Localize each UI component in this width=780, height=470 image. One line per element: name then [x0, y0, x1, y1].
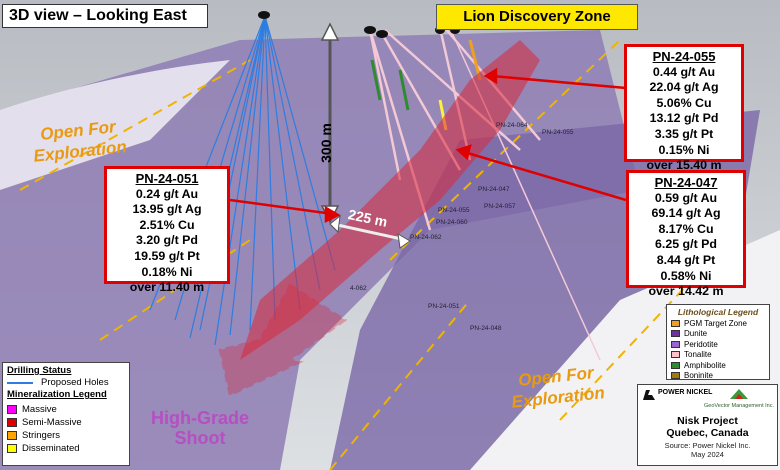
tonalite-swatch [671, 351, 680, 359]
hole-label: PN-24-064 [496, 122, 528, 129]
assay-line: 0.18% Ni [141, 264, 193, 279]
assay-line: 8.44 g/t Pt [656, 252, 716, 267]
lithological-legend: Lithological Legend PGM Target Zone Duni… [666, 304, 770, 380]
geovector-logo-icon [730, 389, 748, 399]
stringers-swatch [7, 431, 17, 440]
horizontal-scale-arrow [332, 222, 407, 242]
hole-label: PN-24-062 [410, 234, 442, 241]
assay-box-pn-24-051: PN-24-051 0.24 g/t Au 13.95 g/t Ag 2.51%… [104, 166, 230, 294]
power-nickel-logo-icon [643, 390, 655, 400]
legend-label: Disseminated [22, 443, 80, 454]
geovector-logo: GeoVector Management Inc. [704, 387, 774, 409]
dunite-swatch [671, 330, 680, 338]
discovery-zone-body [240, 40, 540, 360]
high-grade-shoot-label: High-Grade Shoot [150, 408, 249, 448]
assay-line: 2.51% Cu [139, 217, 195, 232]
assay-line: 0.44 g/t Au [652, 64, 716, 79]
proposed-holes-label: Proposed Holes [41, 377, 109, 388]
assay-hole-id: PN-24-055 [652, 49, 716, 64]
assay-line: 22.04 g/t Ag [649, 80, 719, 95]
semi-massive-swatch [7, 418, 17, 427]
assay-line: over 14.42 m [648, 284, 724, 299]
hole-label: PN-24-048 [470, 325, 502, 332]
assay-hole-id: PN-24-047 [654, 175, 718, 190]
assay-line: 13.95 g/t Ag [132, 202, 202, 217]
exploration-white-left [0, 60, 230, 190]
legend-label: Amphibolite [684, 360, 726, 370]
callout-leaders [229, 67, 627, 224]
amphibolite-swatch [671, 361, 680, 369]
hole-label: PN-24-060 [436, 219, 468, 226]
assay-line: 13.12 g/t Pd [649, 111, 719, 126]
pgm-swatch [671, 319, 680, 327]
assay-line: 69.14 g/t Ag [651, 206, 721, 221]
assay-hole-id: PN-24-051 [135, 171, 199, 186]
legend-label: Dunite [684, 329, 708, 339]
project-location: Quebec, Canada [666, 427, 749, 439]
lion-discovery-zone-label: Lion Discovery Zone [436, 4, 638, 30]
view-title: 3D view – Looking East [2, 4, 208, 28]
assay-line: 3.35 g/t Pt [654, 126, 714, 141]
high-grade-shoot-arrow [218, 283, 348, 397]
hole-label: PN-24-051 [428, 303, 460, 310]
disseminated-swatch [7, 444, 17, 453]
hole-label: PN-24-055 [438, 207, 470, 214]
assay-line: 0.58% Ni [660, 268, 712, 283]
mineralization-legend-title: Mineralization Legend [7, 389, 107, 400]
legend-label: Massive [22, 404, 57, 415]
peridotite-swatch [671, 340, 680, 348]
assay-line: 0.24 g/t Au [135, 186, 199, 201]
legend-label: Boninite [684, 371, 713, 381]
legend-label: Peridotite [684, 339, 718, 349]
company-name: POWER NICKEL [658, 389, 713, 396]
assay-line: 0.59 g/t Au [654, 190, 718, 205]
hole-label: PN-24-055 [542, 129, 574, 136]
hole-label: 4-062 [350, 285, 367, 292]
assay-line: 0.15% Ni [658, 142, 710, 157]
drilling-legend: Drilling Status Proposed Holes Mineraliz… [2, 362, 130, 466]
source-credit: Source: Power Nickel Inc. [664, 441, 751, 450]
lithological-legend-title: Lithological Legend [677, 307, 759, 317]
assay-line: 6.25 g/t Pd [655, 237, 717, 252]
assay-box-pn-24-047: PN-24-047 0.59 g/t Au 69.14 g/t Ag 8.17%… [626, 170, 746, 298]
massive-swatch [7, 405, 17, 414]
assay-line: over 11.40 m [129, 280, 205, 295]
proposed-hole-swatch [7, 381, 33, 384]
assay-line: 3.20 g/t Pd [136, 233, 198, 248]
legend-label: Tonalite [684, 350, 712, 360]
boninite-swatch [671, 372, 680, 380]
legend-label: Stringers [22, 430, 61, 441]
drilling-status-title: Drilling Status [7, 365, 72, 376]
assay-line: over 15.40 m [646, 158, 722, 173]
hole-label: PN-24-047 [478, 186, 510, 193]
assay-line: 5.06% Cu [656, 95, 712, 110]
partner-name: GeoVector Management Inc. [704, 403, 775, 409]
hole-label: PN-24-057 [484, 203, 516, 210]
project-name: Nisk Project [677, 415, 738, 427]
legend-label: Semi-Massive [22, 417, 82, 428]
project-info-box: POWER NICKEL GeoVector Management Inc. N… [637, 384, 778, 466]
assay-line: 19.59 g/t Pt [134, 248, 200, 263]
legend-label: PGM Target Zone [684, 318, 747, 328]
assay-box-pn-24-055: PN-24-055 0.44 g/t Au 22.04 g/t Ag 5.06%… [624, 44, 744, 172]
vertical-scale-label: 300 m [317, 123, 334, 163]
power-nickel-logo: POWER NICKEL [642, 389, 712, 401]
figure-date: May 2024 [691, 450, 724, 459]
assay-line: 8.17% Cu [658, 221, 714, 236]
